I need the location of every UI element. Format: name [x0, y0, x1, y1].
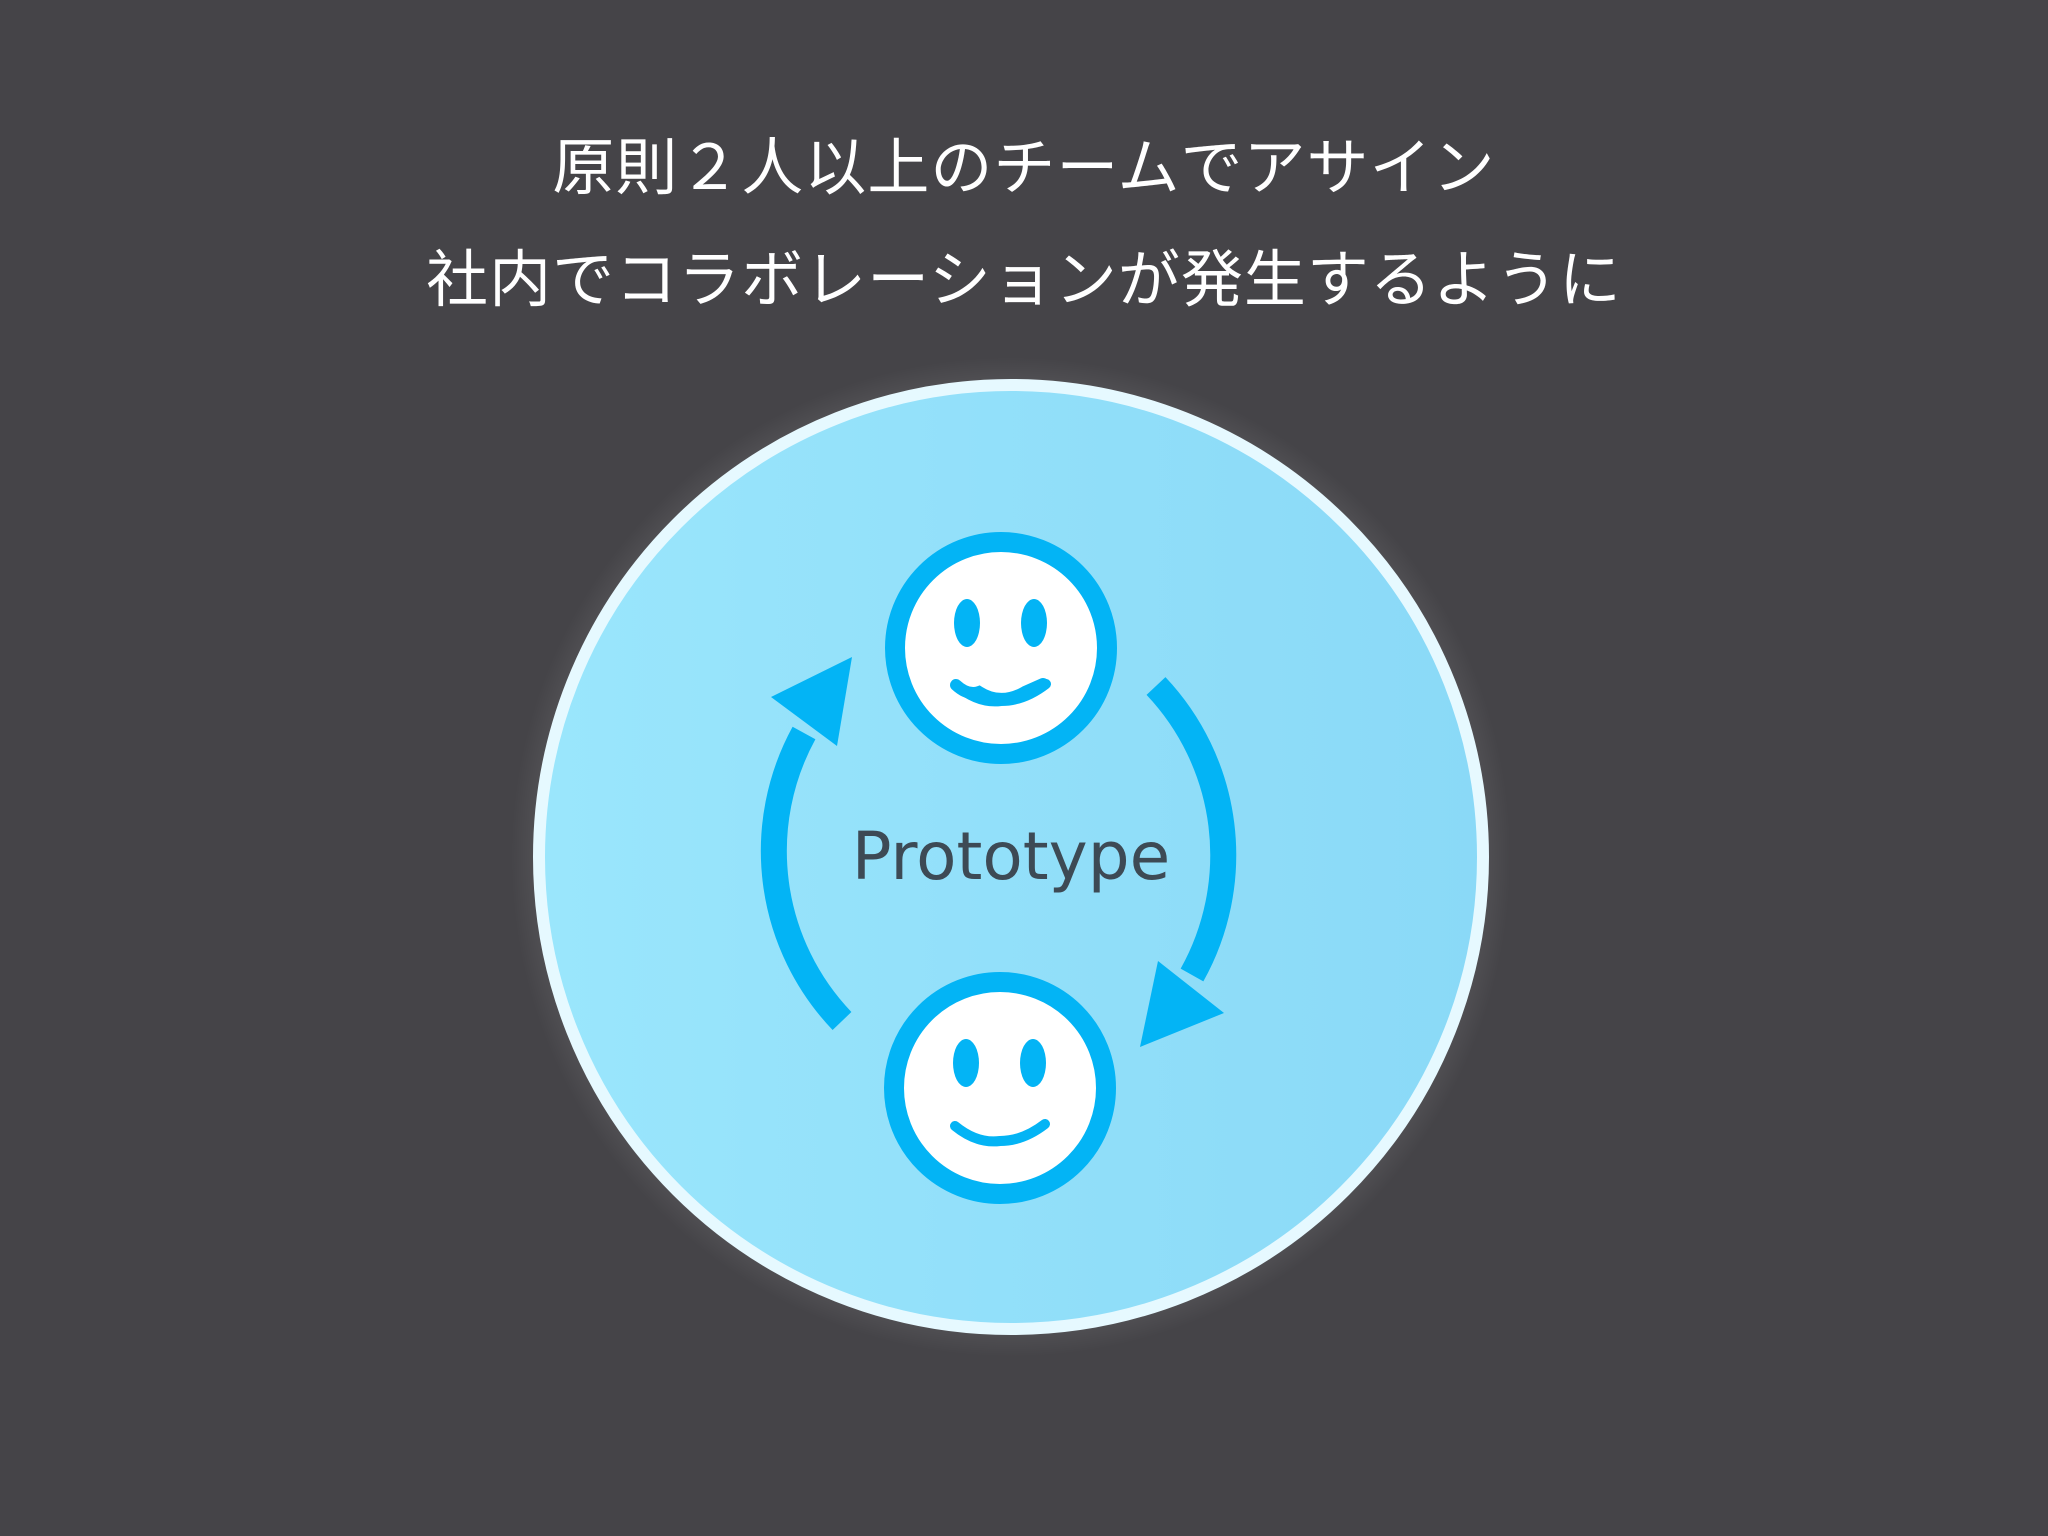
cycle-arrow-icon [760, 657, 852, 1030]
team-circle [533, 379, 1489, 1335]
smiley-face-icon [884, 972, 1116, 1204]
cycle-arrow-icon [1140, 677, 1237, 1047]
center-label: Prototype [852, 818, 1170, 895]
slide-title-line-2: 社内でコラボレーションが発生するように [426, 243, 1622, 316]
slide-title-line-1: 原則２人以上のチームでアサイン [552, 131, 1496, 204]
smiley-face-icon [885, 532, 1117, 764]
